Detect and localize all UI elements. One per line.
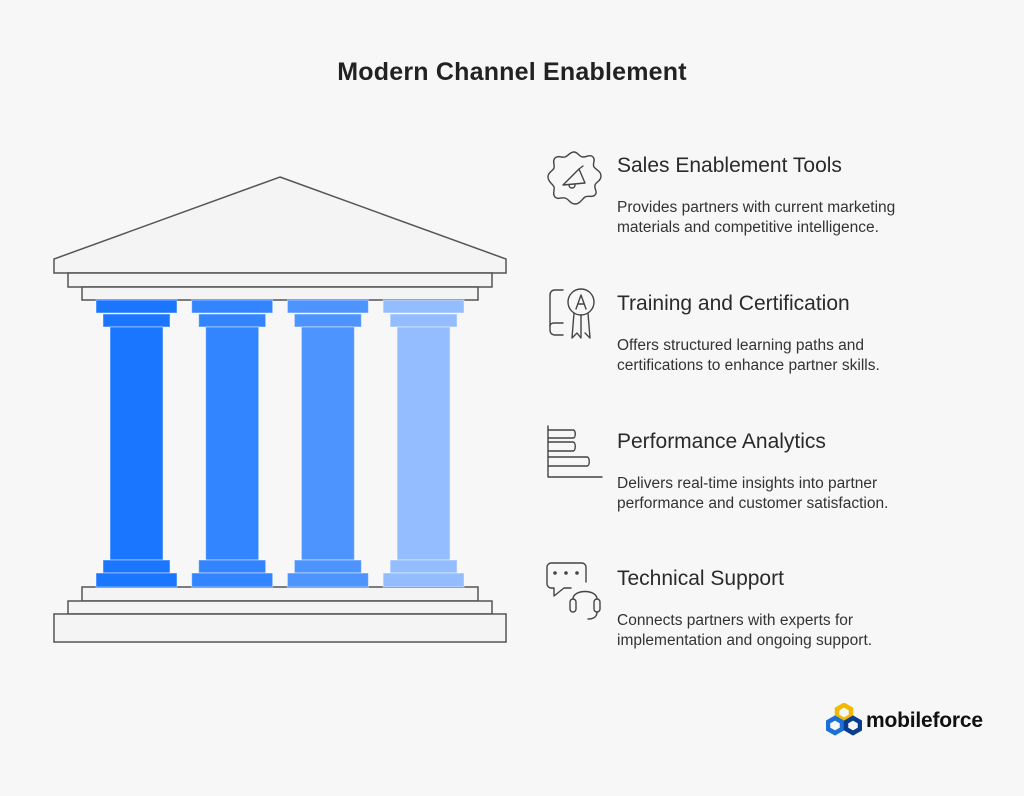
pillars [95,299,465,588]
pillar-shaft [205,326,260,561]
feature-description: Provides partners with current marketing… [617,199,896,236]
pillar-base-mid [389,559,458,574]
pillar-base-bottom [382,572,465,588]
entablature-step-2 [81,286,479,301]
pillar-capital-top [191,299,274,314]
megaphone-badge-icon [547,151,602,205]
page-title: Modern Channel Enablement [337,58,687,86]
pillar-base-bottom [191,572,274,588]
stylobate-step-1 [81,586,479,602]
pillar-2 [191,299,274,588]
brand-logo: mobileforce [826,703,983,739]
stylobate-base [53,613,507,643]
pillar-base-mid [102,559,171,574]
feature-heading: Performance Analytics [617,430,826,453]
feature-heading: Training and Certification [617,292,850,315]
pillar-base-bottom [95,572,178,588]
entablature-step-1 [67,272,493,288]
pillar-capital-top [95,299,178,314]
bar-chart-icon [547,425,603,478]
mobileforce-logo-icon [826,703,862,736]
pillar-1 [95,299,178,588]
feature-description: Connects partners with experts for imple… [617,612,873,649]
certificate-award-icon [549,288,595,339]
temple-roof [53,176,507,274]
pillar-capital-top [382,299,465,314]
feature-description: Offers structured learning paths and cer… [617,337,880,374]
pillar-4 [382,299,465,588]
pillar-shaft [300,326,355,561]
feature-heading: Sales Enablement Tools [617,154,842,177]
pillar-capital-mid [389,313,458,328]
pillar-3 [286,299,369,588]
temple-structure [53,176,507,643]
pillar-capital-mid [293,313,362,328]
pillar-capital-mid [102,313,171,328]
pillar-shaft [109,326,164,561]
pillar-base-bottom [286,572,369,588]
chat-headset-icon [546,562,601,620]
feature-description: Delivers real-time insights into partner… [617,475,889,512]
pillar-base-mid [198,559,267,574]
pillar-capital-top [286,299,369,314]
brand-name: mobileforce [866,709,983,732]
stylobate-step-2 [67,600,493,615]
pillar-shaft [396,326,451,561]
pillar-capital-mid [198,313,267,328]
feature-heading: Technical Support [617,567,784,590]
pillar-base-mid [293,559,362,574]
temple-diagram [53,176,507,643]
